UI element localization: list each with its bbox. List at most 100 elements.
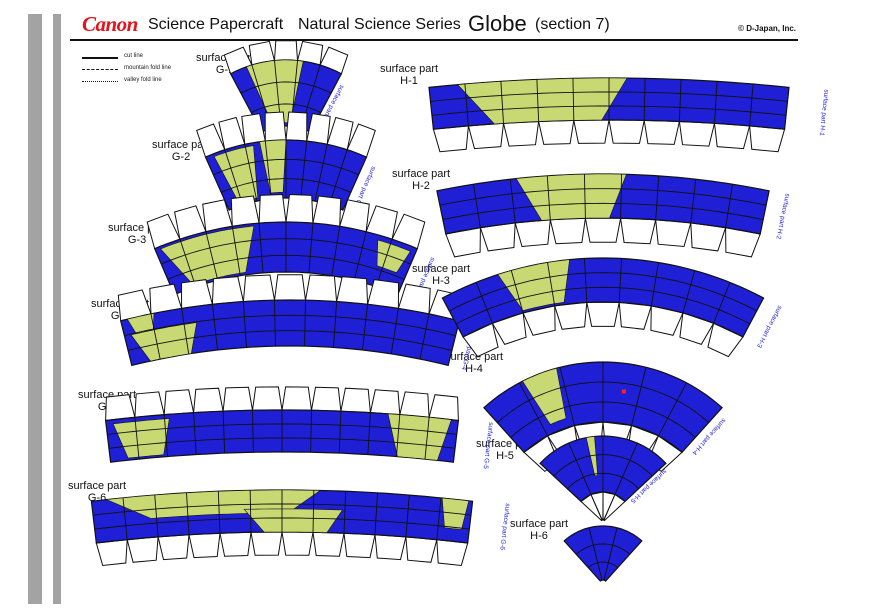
glue-tab bbox=[264, 111, 287, 142]
ocean-band bbox=[563, 525, 643, 582]
glue-tab bbox=[399, 391, 430, 418]
part-code: H-4 bbox=[465, 363, 483, 375]
meridian-line bbox=[374, 492, 378, 535]
meridian-line bbox=[343, 491, 347, 534]
glue-tab bbox=[749, 125, 786, 153]
meridian-line bbox=[464, 84, 469, 126]
glue-tab bbox=[573, 119, 610, 144]
landmass bbox=[112, 418, 170, 459]
meridian-line bbox=[353, 231, 367, 281]
meridian-line bbox=[588, 527, 603, 581]
glue-tab bbox=[343, 532, 376, 559]
meridian-line bbox=[436, 497, 442, 540]
glue-tab bbox=[163, 389, 195, 416]
glue-tab bbox=[105, 394, 136, 422]
parallel-line bbox=[587, 561, 619, 569]
parallel-line bbox=[439, 188, 767, 206]
parallel-line bbox=[107, 423, 457, 435]
glue-tab bbox=[134, 391, 165, 418]
meridian-line bbox=[690, 179, 697, 223]
glue-tab bbox=[335, 276, 369, 305]
meridian-line bbox=[154, 495, 159, 537]
meridian-line bbox=[134, 417, 140, 460]
meridian-line bbox=[300, 141, 308, 199]
meridian-line bbox=[583, 174, 586, 219]
meridian-line bbox=[500, 81, 504, 124]
parallel-line bbox=[430, 91, 788, 102]
meridian-line bbox=[304, 300, 306, 347]
meridian-line bbox=[242, 301, 247, 348]
landmass bbox=[497, 259, 570, 312]
meridian-line bbox=[655, 175, 660, 220]
surface-part-h6 bbox=[563, 525, 643, 582]
part-name: surface part bbox=[392, 168, 451, 180]
parallel-line bbox=[553, 454, 653, 477]
meridian-line bbox=[274, 300, 276, 347]
parallel-line bbox=[240, 81, 332, 94]
meridian-line bbox=[310, 410, 312, 453]
glue-tab bbox=[126, 536, 159, 563]
glue-tab bbox=[285, 111, 308, 142]
meridian-line bbox=[547, 262, 556, 307]
meridian-line bbox=[620, 174, 623, 219]
meridian-line bbox=[713, 282, 731, 324]
glue-tab bbox=[374, 534, 407, 561]
parallel-line bbox=[108, 437, 456, 449]
parallel-line bbox=[449, 272, 757, 312]
meridian-line bbox=[328, 149, 348, 205]
part-code: H-3 bbox=[432, 275, 450, 287]
meridian-line bbox=[264, 141, 272, 199]
landmass bbox=[160, 225, 255, 286]
meridian-line bbox=[390, 308, 399, 354]
meridian-line bbox=[658, 382, 687, 437]
parallel-line bbox=[497, 381, 709, 423]
glue-tab bbox=[537, 119, 575, 145]
meridian-line bbox=[424, 417, 430, 460]
brand-logo: Canon bbox=[82, 12, 138, 36]
part-tab-text: surface part G-5 bbox=[482, 422, 495, 470]
valley-fold-swatch bbox=[82, 81, 118, 82]
parallel-line bbox=[575, 543, 631, 555]
meridian-line bbox=[603, 527, 618, 581]
landmass bbox=[259, 139, 287, 194]
parallel-line bbox=[124, 314, 456, 337]
glue-tab bbox=[432, 125, 469, 153]
meridian-line bbox=[572, 78, 575, 121]
copyright-notice: © D-Japan, Inc. bbox=[738, 24, 796, 33]
glue-tab bbox=[304, 274, 338, 303]
glue-tab bbox=[713, 122, 751, 150]
glue-tab bbox=[180, 279, 214, 309]
meridian-line bbox=[519, 382, 548, 437]
landmass bbox=[126, 312, 155, 334]
left-margin-bar-inner bbox=[53, 14, 61, 604]
part-tab-text: surface part G-6 bbox=[498, 503, 511, 551]
meridian-line bbox=[179, 239, 197, 287]
meridian-line bbox=[222, 411, 226, 454]
landmass bbox=[387, 413, 452, 461]
glue-tab bbox=[281, 531, 314, 556]
ocean-band bbox=[119, 299, 461, 367]
glue-tab bbox=[618, 301, 652, 330]
parallel-line bbox=[455, 286, 751, 325]
glue-tab bbox=[222, 386, 254, 412]
meridian-line bbox=[181, 308, 190, 354]
meridian-line bbox=[714, 81, 718, 124]
glue-tab bbox=[312, 531, 345, 557]
parallel-line bbox=[567, 472, 639, 490]
glue-tab bbox=[157, 534, 190, 561]
surface-part-h1: surface part H-1 bbox=[428, 77, 830, 153]
glue-tab bbox=[211, 276, 245, 305]
product-line: Science Papercraft bbox=[148, 16, 284, 33]
meridian-line bbox=[249, 490, 252, 533]
legend-cut: cut line bbox=[82, 53, 192, 63]
glue-tab bbox=[251, 386, 283, 411]
meridian-line bbox=[362, 304, 369, 351]
parallel-line bbox=[167, 254, 405, 280]
part-code: H-6 bbox=[530, 530, 548, 542]
meridian-line bbox=[308, 223, 314, 273]
meridian-line bbox=[559, 367, 575, 426]
meridian-line bbox=[193, 412, 197, 455]
legend-cut-label: cut line bbox=[124, 53, 144, 59]
glue-tab bbox=[584, 217, 622, 243]
legend-valley: valley fold line bbox=[82, 77, 192, 87]
